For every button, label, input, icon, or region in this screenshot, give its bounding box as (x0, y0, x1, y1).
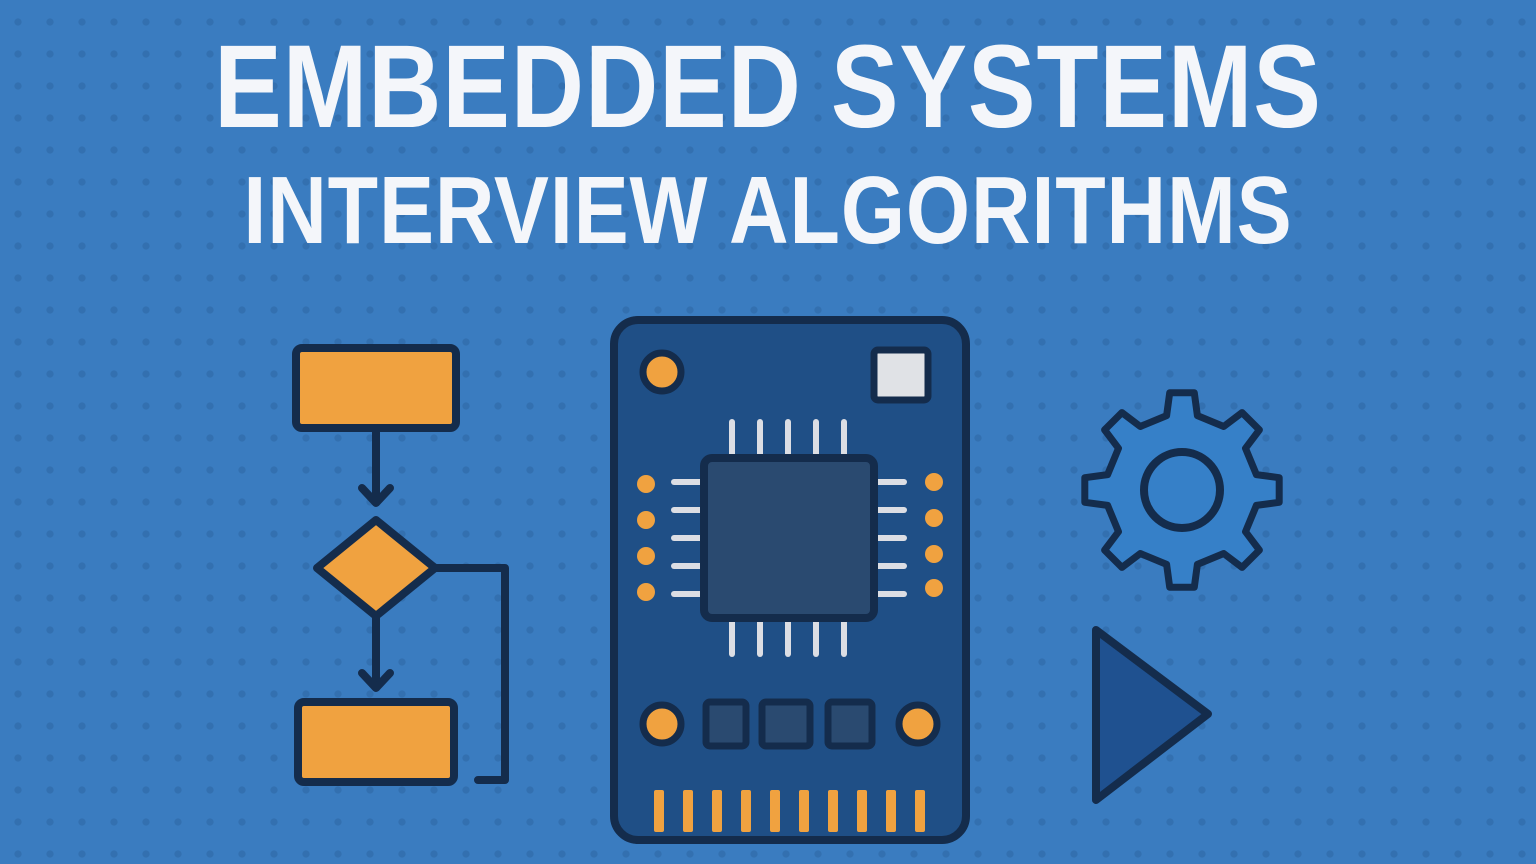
mount-hole-bottom-left (639, 701, 685, 747)
gear-hole (1140, 448, 1224, 532)
header-square (870, 346, 932, 404)
edge-connector (654, 790, 925, 832)
mount-hole-bottom-right (895, 701, 941, 747)
gear-icon (1081, 389, 1283, 591)
title-line-1: EMBEDDED SYSTEMS (214, 21, 1322, 153)
microcontroller-chip (700, 454, 878, 622)
component-3 (824, 698, 876, 750)
flowchart-start-box (292, 344, 460, 432)
component-1 (702, 698, 750, 750)
flowchart-icon (292, 344, 509, 786)
mount-hole-top-left (639, 349, 685, 395)
circuit-board-icon (610, 316, 970, 844)
component-2 (758, 698, 814, 750)
flowchart-end-box (294, 698, 458, 786)
flowchart-decision-diamond (313, 516, 439, 620)
title-line-2: INTERVIEW ALGORITHMS (243, 157, 1293, 264)
play-icon (1092, 626, 1212, 804)
